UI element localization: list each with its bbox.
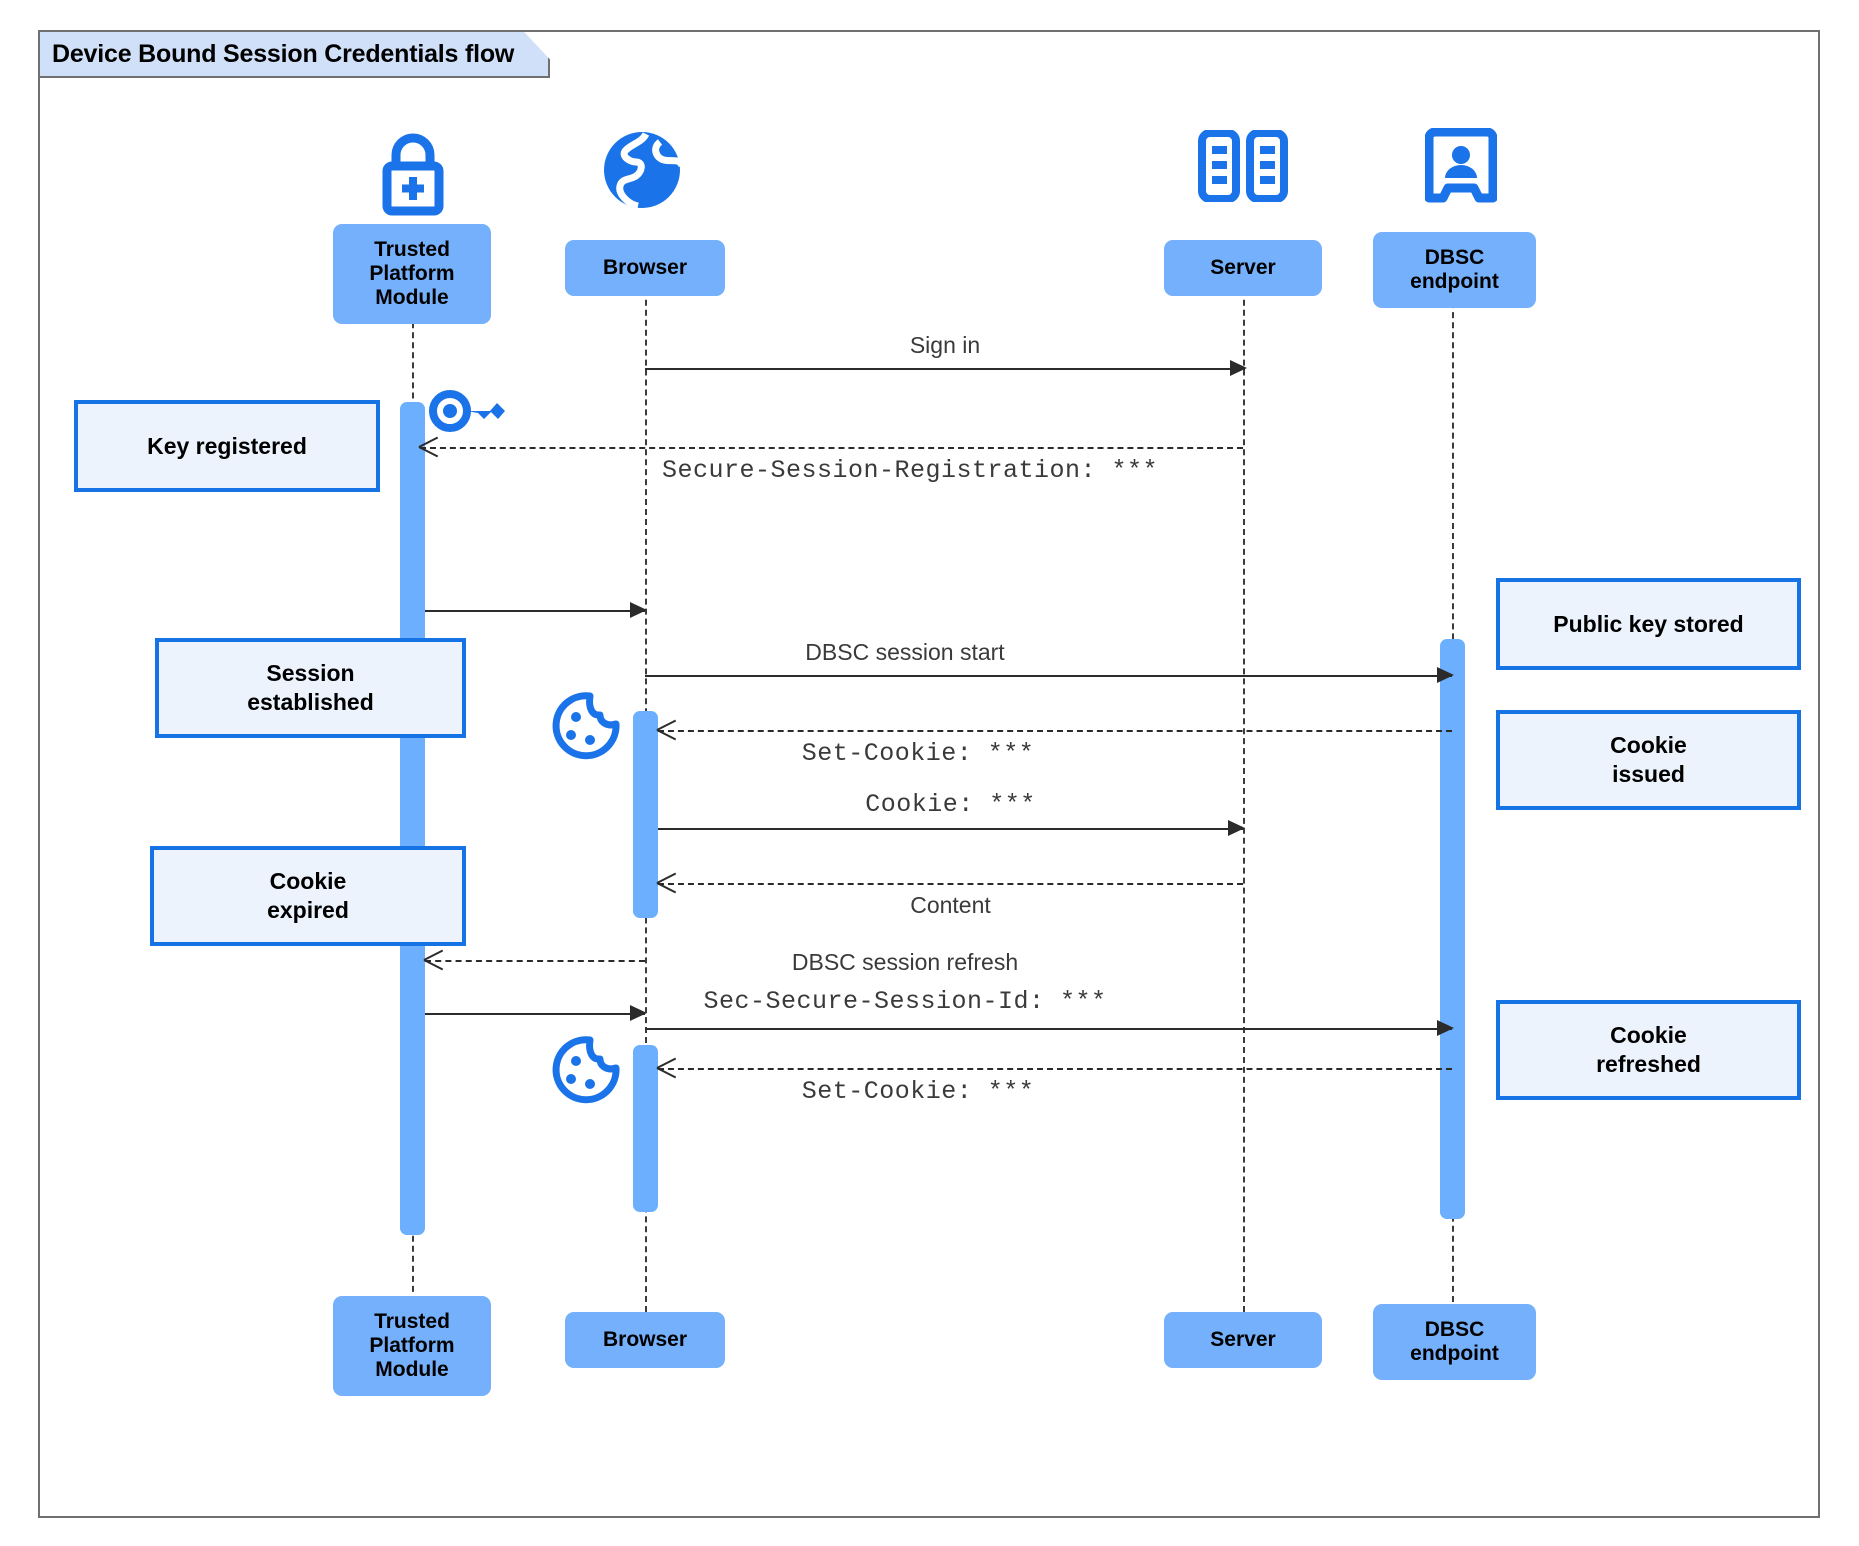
message-line [645,1028,1452,1030]
message-label: Secure-Session-Registration: *** [661,456,1159,485]
server-racks-icon [1198,129,1288,207]
participant-label: Browser [602,1328,688,1352]
note-text: Cookie refreshed [1596,1022,1701,1077]
key-icon [428,386,508,441]
message-label: Set-Cookie: *** [801,739,1035,768]
message-line [658,730,1452,732]
participant-tpm-bottom[interactable]: Trusted Platform Module [333,1296,491,1396]
arrow-head-right [1437,1020,1454,1036]
participant-browser-bottom[interactable]: Browser [565,1312,725,1368]
lock-plus-icon [370,128,456,221]
cookie-icon [549,690,621,767]
arrow-head-right [630,1005,647,1021]
message-line [425,1013,645,1015]
message-line [658,883,1243,885]
message-label: Content [910,892,991,918]
cookie-icon [549,1034,621,1111]
page-title: Device Bound Session Credentials flow [52,39,515,68]
participant-label: Trusted Platform Module [369,1310,455,1381]
note-text: Cookie expired [267,868,349,923]
participant-label: DBSC endpoint [1410,1318,1499,1365]
arrow-head-open-left [657,874,677,891]
message-line [645,675,1452,677]
note-cookie-issued: Cookie issued [1496,710,1801,810]
id-badge-icon [1424,127,1498,213]
arrow-head-right [1230,360,1247,376]
arrow-head-open-left [657,1059,677,1076]
participant-label: Browser [602,256,688,280]
arrow-head-right [630,602,647,618]
arrow-head-open-left [657,721,677,738]
lifeline-server [1243,250,1245,1312]
note-text: Session established [247,660,374,715]
participant-tpm-top[interactable]: Trusted Platform Module [333,224,491,324]
activation-tpm [400,402,425,1235]
note-text: Public key stored [1553,610,1744,637]
activation-browser-2 [633,1045,658,1212]
message-line [645,368,1245,370]
message-label: DBSC session start [805,639,1005,665]
activation-browser-1 [633,711,658,918]
message-line [425,610,645,612]
note-session-established: Session established [155,638,466,738]
note-text: Key registered [147,432,307,459]
note-cookie-refreshed: Cookie refreshed [1496,1000,1801,1100]
participant-dbsc-top[interactable]: DBSC endpoint [1373,232,1536,308]
message-line [658,1068,1452,1070]
message-label-line1: DBSC session refresh [791,949,1019,975]
participant-server-top[interactable]: Server [1164,240,1322,296]
note-cookie-expired: Cookie expired [150,846,466,946]
message-label: Sign in [909,332,981,358]
note-text: Cookie issued [1610,732,1687,787]
message-line [420,447,1243,449]
message-label: Set-Cookie: *** [801,1077,1035,1106]
arrow-head-right [1228,820,1245,836]
participant-browser-top[interactable]: Browser [565,240,725,296]
message-line [658,828,1243,830]
activation-dbsc [1440,639,1465,1219]
message-line [425,960,645,962]
message-label: Cookie: *** [865,790,1036,819]
participant-label: DBSC endpoint [1410,246,1499,293]
message-label-line2: Sec-Secure-Session-Id: *** [703,987,1107,1016]
participant-server-bottom[interactable]: Server [1164,1312,1322,1368]
participant-label: Server [1210,1328,1276,1352]
arrow-head-open-left [424,951,444,968]
globe-icon [600,128,686,217]
diagram-title-tab: Device Bound Session Credentials flow [40,32,550,78]
participant-label: Trusted Platform Module [369,238,455,309]
participant-dbsc-bottom[interactable]: DBSC endpoint [1373,1304,1536,1380]
arrow-head-right [1437,667,1454,683]
note-key-registered: Key registered [74,400,380,492]
participant-label: Server [1210,256,1276,280]
note-public-key-stored: Public key stored [1496,578,1801,670]
